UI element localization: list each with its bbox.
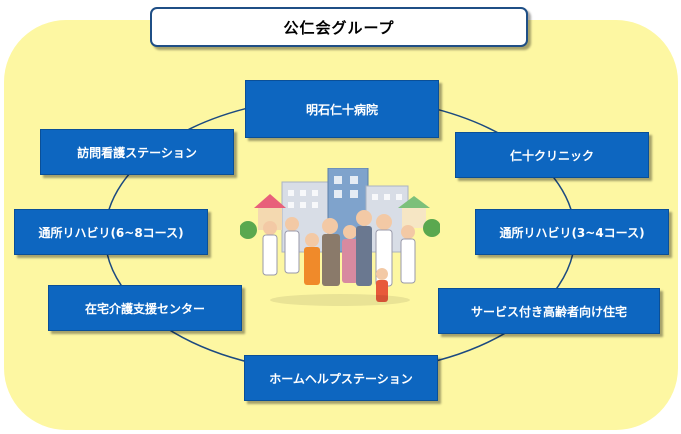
node-home-care-support[interactable]: 在宅介護支援センター [48, 285, 242, 331]
node-rehab-3-4[interactable]: 通所リハビリ(3~4コース) [475, 209, 669, 255]
node-hospital[interactable]: 明石仁十病院 [245, 80, 439, 138]
medical-staff-and-family-illustration-icon [240, 168, 440, 306]
node-senior-housing[interactable]: サービス付き高齢者向け住宅 [438, 288, 660, 334]
node-visiting-nursing[interactable]: 訪問看護ステーション [40, 129, 234, 175]
group-title: 公仁会グループ [150, 7, 528, 47]
node-clinic[interactable]: 仁十クリニック [455, 132, 649, 178]
node-rehab-6-8[interactable]: 通所リハビリ(6~8コース) [14, 209, 208, 255]
node-home-helper-station[interactable]: ホームヘルプステーション [244, 355, 438, 401]
